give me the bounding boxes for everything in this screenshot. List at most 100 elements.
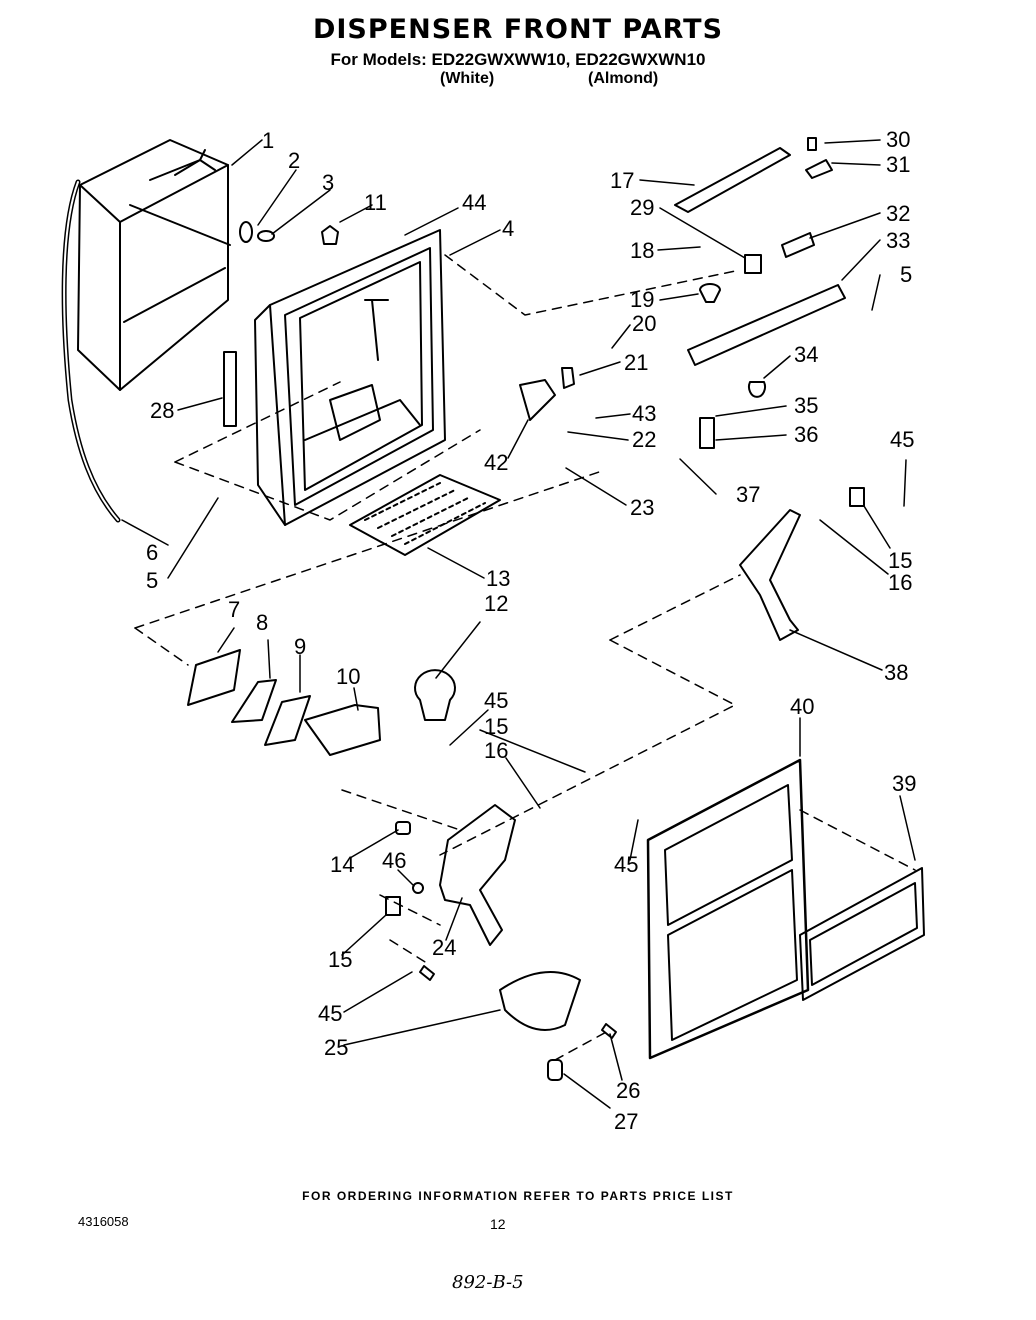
callout-labels: 1 2 3 11 44 4 30 31 17 29 32 33 18 5 19 … [146,127,916,1134]
callout-4: 4 [502,216,514,241]
callout-3: 3 [322,170,334,195]
callout-21: 21 [624,350,648,375]
callout-43: 43 [632,401,656,426]
callout-12: 12 [484,591,508,616]
part-33-rail [687,284,846,366]
callout-15-lower: 15 [328,947,352,972]
callout-45-upper-right: 45 [890,427,914,452]
part-24-actuator-lever [439,804,516,946]
ordering-note: FOR ORDERING INFORMATION REFER TO PARTS … [302,1189,734,1203]
document-part-number: 4316058 [78,1214,129,1229]
part-10-bracket [304,704,381,756]
callout-22: 22 [632,427,656,452]
part-2-clip [239,221,253,243]
callout-40: 40 [790,694,814,719]
part-dispenser-frame [254,229,446,526]
part-38-ice-lever [739,509,801,641]
callout-15-middle: 15 [484,714,508,739]
callout-1: 1 [262,128,274,153]
part-15-bracket-right [849,487,865,507]
callout-8: 8 [256,610,268,635]
part-3-bushing [257,230,275,242]
model-numbers: For Models: ED22GWXWW10, ED22GWXWN10 [330,50,706,69]
callout-34: 34 [794,342,818,367]
callout-42: 42 [484,450,508,475]
part-32-plate [781,232,815,258]
part-26-screw [601,1023,617,1039]
part-28-strip [223,351,237,427]
part-19-valve [699,283,721,303]
callout-23: 23 [630,495,654,520]
callout-10: 10 [336,664,360,689]
part-11-cap [321,225,339,245]
callout-28: 28 [150,398,174,423]
part-34-cap [748,381,766,398]
callout-26: 26 [616,1078,640,1103]
part-7-bezel [187,649,241,706]
page-number: 12 [490,1216,506,1232]
page-title: DISPENSER FRONT PARTS [312,14,724,45]
part-40-front-panel [646,758,810,1060]
part-45-screw-left [419,965,435,981]
part-36-shaft [699,417,715,449]
part-14-screw [395,821,411,835]
callout-25: 25 [324,1035,348,1060]
callout-45-middle: 45 [484,688,508,713]
part-ice-housing [77,139,231,391]
callout-31: 31 [886,152,910,177]
callout-24: 24 [432,935,456,960]
part-42-bracket [519,379,556,421]
callout-33: 33 [886,228,910,253]
part-9-plate [264,695,311,746]
variant-white-label: (White) [440,70,495,87]
part-12-actuator [414,669,456,721]
callout-13: 13 [486,566,510,591]
callout-18: 18 [630,238,654,263]
callout-16-upper-right: 16 [888,570,912,595]
callout-45-door: 45 [614,852,638,877]
callout-14: 14 [330,852,354,877]
callout-9: 9 [294,634,306,659]
callout-5-lower: 5 [146,568,158,593]
callout-7: 7 [228,597,240,622]
callout-17: 17 [610,168,634,193]
part-21-clip [561,367,575,389]
callout-44: 44 [462,190,486,215]
callout-38: 38 [884,660,908,685]
part-17-channel [674,147,791,213]
callout-36: 36 [794,422,818,447]
callout-2: 2 [288,148,300,173]
part-27-clip [547,1059,563,1081]
callout-5-upper: 5 [900,262,912,287]
dashed-guides [134,254,916,1061]
part-15-bracket-left [385,896,401,916]
part-drip-grille [349,474,501,556]
callout-39: 39 [892,771,916,796]
part-39-panel [799,867,925,1001]
callout-19: 19 [630,287,654,312]
callout-29: 29 [630,195,654,220]
variant-almond-label: (Almond) [588,70,659,87]
callout-16-middle: 16 [484,738,508,763]
callout-15-upper-right: 15 [888,548,912,573]
callout-37: 37 [736,482,760,507]
callout-6: 6 [146,540,158,565]
part-30-screw [807,137,817,151]
part-water-tube [61,179,121,523]
part-8-lens [231,679,277,723]
callout-20: 20 [632,311,656,336]
callout-45-lower: 45 [318,1001,342,1026]
callout-46: 46 [382,848,406,873]
callout-27: 27 [614,1109,638,1134]
callout-11: 11 [364,190,387,215]
callout-32: 32 [886,201,910,226]
part-29-switch [744,254,762,274]
part-31-bracket [805,159,833,179]
leader-arrows [121,139,916,1109]
part-25-drip-tray [499,971,581,1031]
part-46-washer [412,882,424,894]
callout-30: 30 [886,127,910,152]
callout-35: 35 [794,393,818,418]
handwritten-note: 892-B-5 [452,1272,524,1293]
